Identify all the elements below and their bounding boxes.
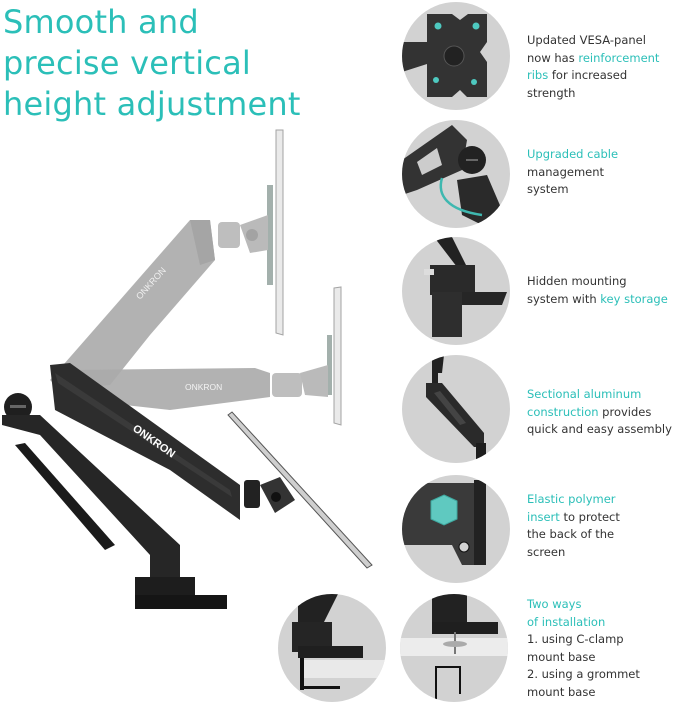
headline: Smooth and precise vertical height adjus… bbox=[3, 2, 301, 125]
feature-text-mount: Hidden mounting system with key storage bbox=[527, 274, 668, 306]
feature-image-grommet bbox=[400, 594, 508, 702]
aluminum-arm-icon bbox=[426, 355, 486, 463]
feature-text-cable: Upgraded cable management system bbox=[527, 147, 619, 196]
feature-image-mount bbox=[402, 237, 510, 345]
feature-image-cable bbox=[402, 120, 510, 228]
ghost-monitor-top-icon: ONKRON bbox=[50, 129, 284, 390]
headline-line-3: height adjustment bbox=[3, 85, 301, 123]
feature-image-c-clamp bbox=[278, 594, 386, 702]
headline-line-1: Smooth and bbox=[3, 3, 199, 41]
vesa-panel-icon bbox=[402, 14, 487, 97]
feature-text-install: Two ways of installation 1. using C-clam… bbox=[527, 597, 640, 699]
headline-line-2: precise vertical bbox=[3, 44, 251, 82]
feature-image-aluminum bbox=[402, 355, 510, 463]
cable-management-icon bbox=[402, 125, 502, 225]
feature-image-vesa-panel bbox=[402, 2, 510, 110]
feature-text-aluminum: Sectional aluminum construction provides… bbox=[527, 387, 672, 436]
monitor-arm-illustration: ONKRON ONKRON ONKRON bbox=[2, 129, 373, 609]
polymer-insert-icon bbox=[402, 480, 486, 565]
hidden-mount-icon bbox=[424, 237, 507, 337]
ghost-logo-mid: ONKRON bbox=[185, 382, 222, 392]
feature-text-polymer: Elastic polymer insert to protect the ba… bbox=[527, 492, 620, 559]
grommet-mount-icon bbox=[400, 594, 508, 700]
ghost-monitor-mid-icon: ONKRON bbox=[70, 286, 342, 426]
feature-text-vesa: Updated VESA-panel now has reinforcement… bbox=[527, 33, 660, 100]
c-clamp-icon bbox=[292, 594, 386, 690]
feature-image-polymer bbox=[402, 475, 510, 583]
